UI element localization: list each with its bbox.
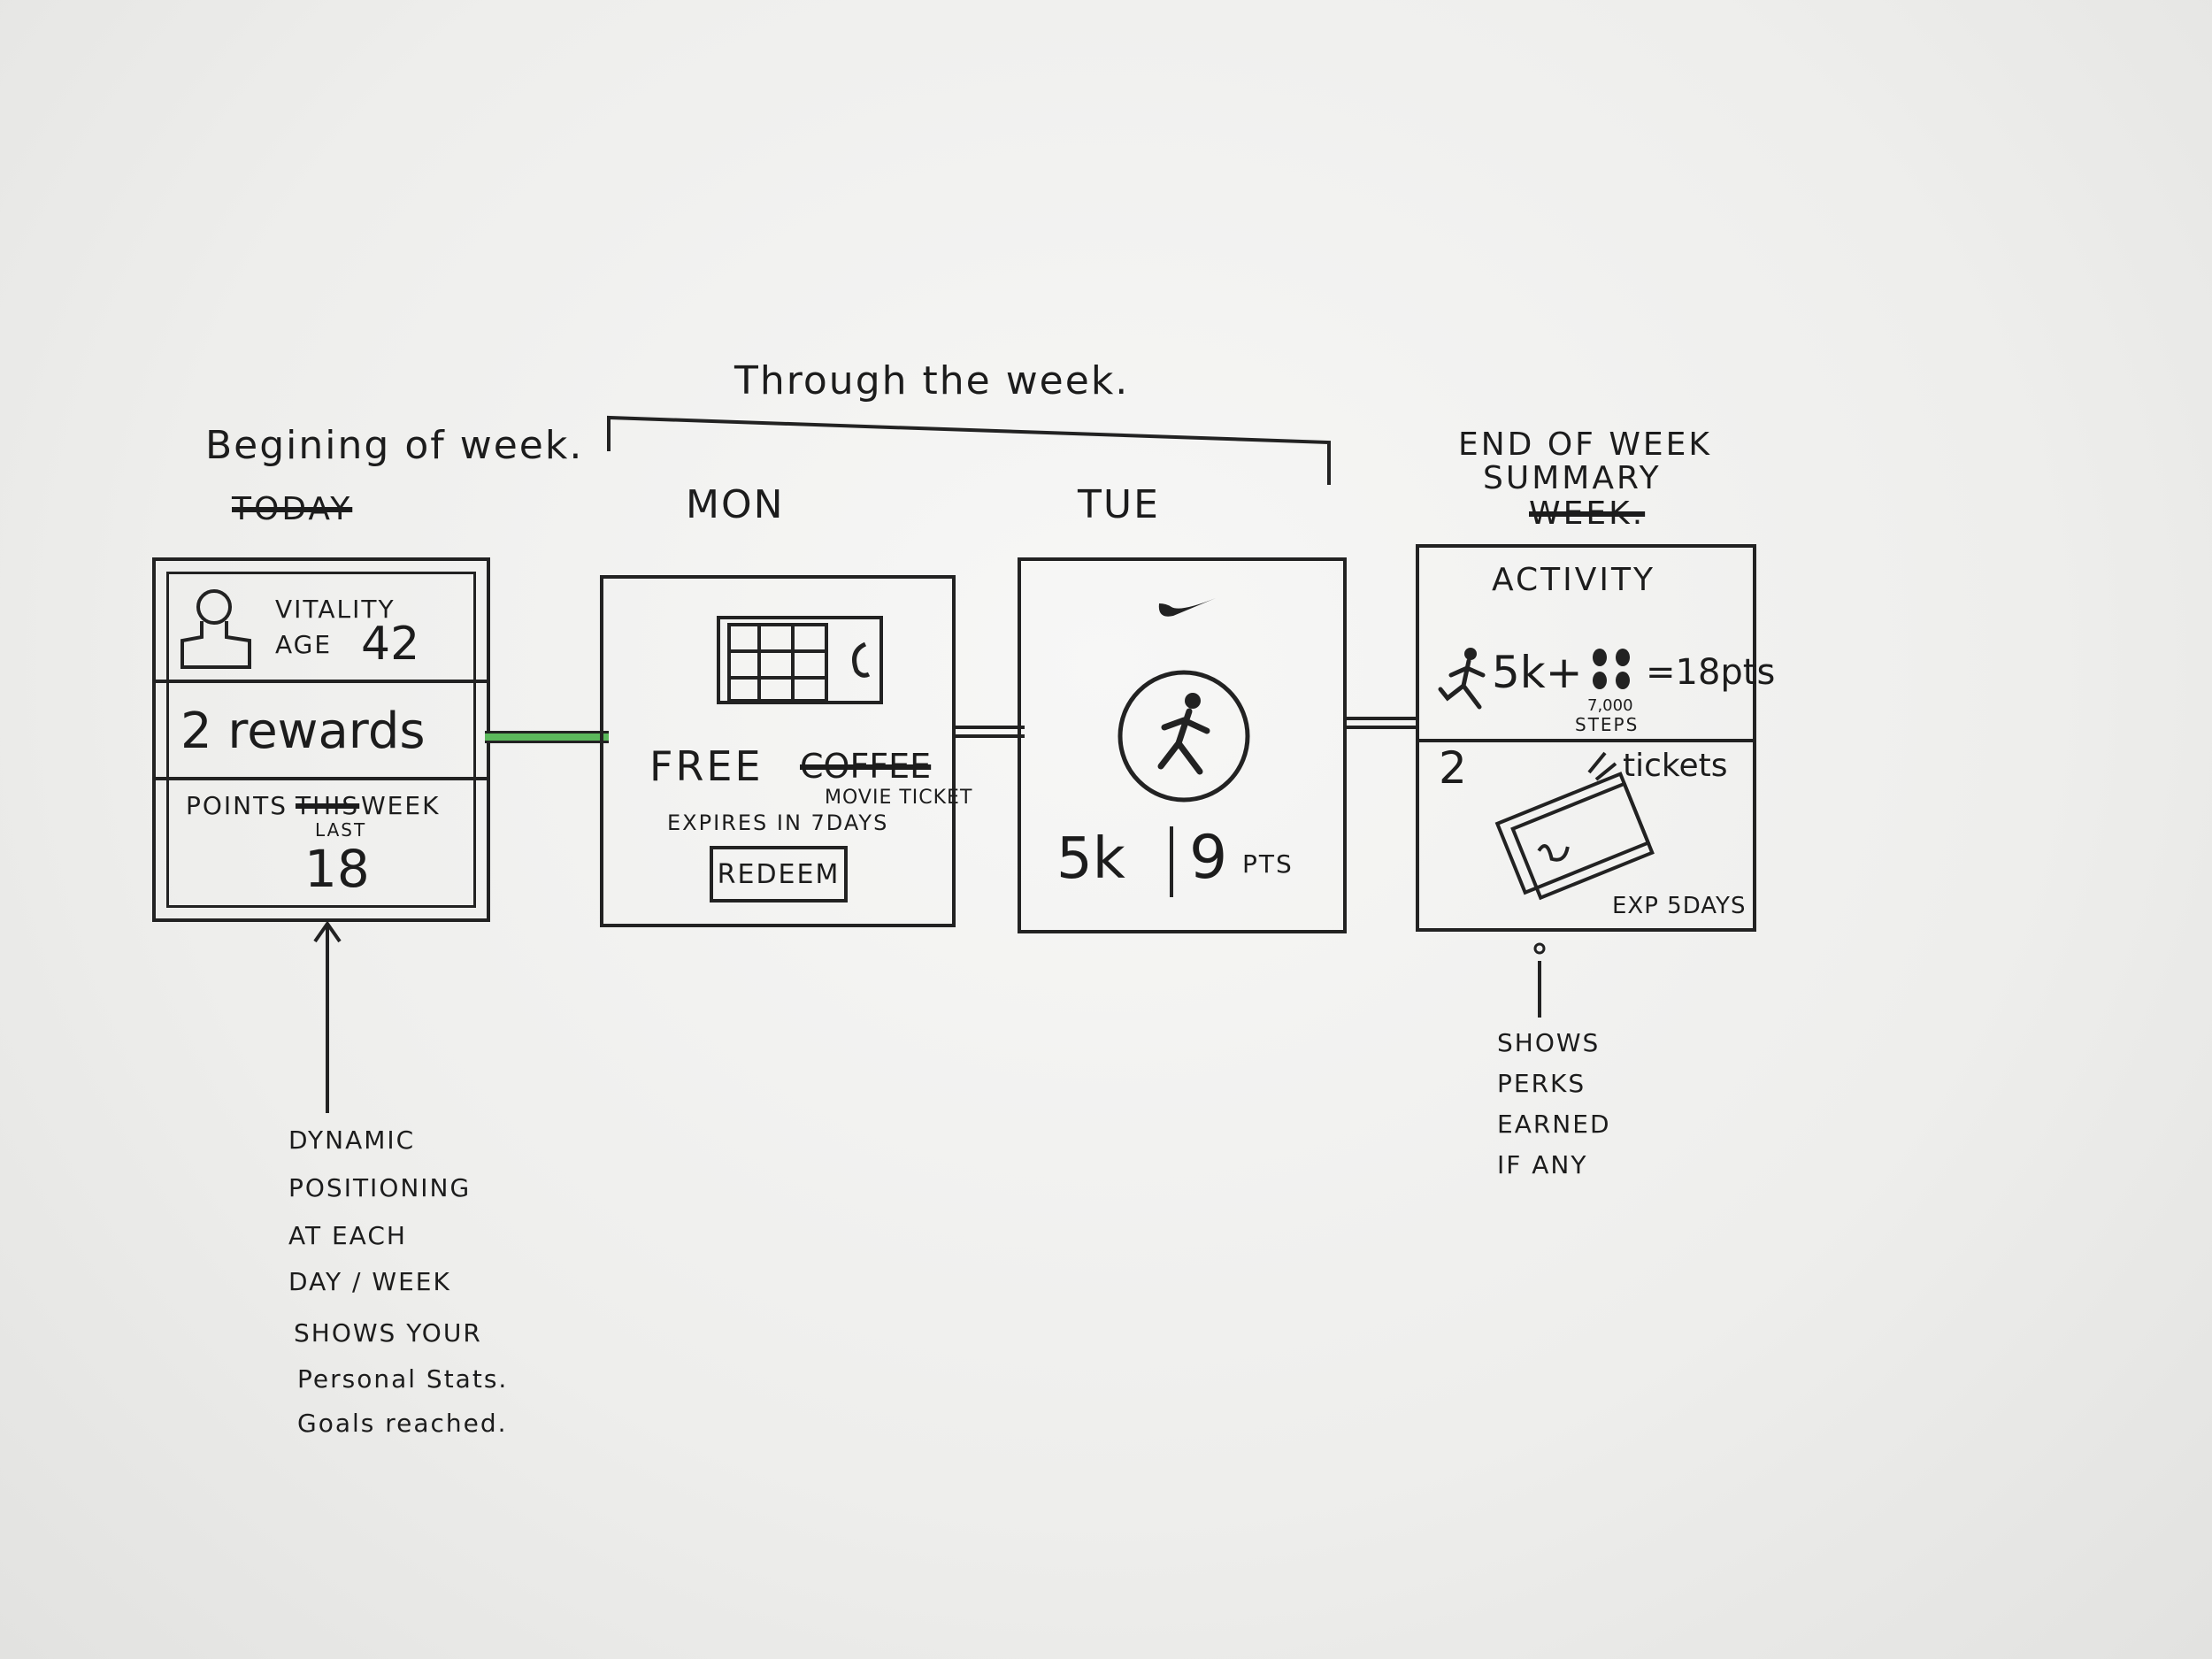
age-label: AGE (275, 630, 333, 659)
nike-swoosh-icon (1158, 598, 1216, 617)
connector-tue-end-b (1347, 726, 1417, 729)
tickets-count: 2 (1439, 742, 1467, 794)
note-left-6: Personal Stats. (297, 1364, 509, 1394)
activity-row: ACTIVITY 5k+ =18pts 7,000 STEPS (1419, 548, 1775, 742)
vitality-label: VITALITY (275, 595, 396, 624)
movie-ticket-label: MOVIE TICKET (825, 787, 973, 809)
tue-label: TUE (1078, 482, 1160, 527)
points-row: POINTS THIS WEEK LAST 18 (156, 780, 487, 904)
points-struck: THIS (296, 791, 360, 820)
end-of-week-label: END OF WEEK (1458, 426, 1713, 463)
cinema-screen-icon (717, 616, 883, 704)
points-label: POINTS (186, 791, 288, 820)
profile-card-inner (166, 572, 476, 908)
mon-label: MON (686, 482, 785, 527)
beginning-struck-label: TODAY (232, 491, 353, 527)
note-right-3: EARNED (1497, 1110, 1611, 1139)
steps-label: STEPS (1575, 714, 1640, 735)
connector-tue-end-a (1347, 717, 1417, 720)
note-left-2: POSITIONING (288, 1173, 472, 1202)
divider (1170, 826, 1173, 897)
summary-label: SUMMARY (1483, 460, 1662, 496)
points-week: WEEK (361, 791, 441, 820)
rewards-row[interactable]: 2 rewards (156, 683, 487, 780)
free-struck-label: COFFEE (800, 747, 932, 786)
summary-card[interactable]: ACTIVITY 5k+ =18pts 7,000 STEPS 2 ticket… (1416, 544, 1775, 932)
profile-card[interactable]: VITALITY AGE 42 2 rewards POINTS THIS WE… (152, 557, 490, 922)
expires-label: EXPIRES IN 7DAYS (667, 810, 889, 835)
note-right-4: IF ANY (1497, 1150, 1588, 1179)
note-left-3: AT EACH (288, 1221, 407, 1250)
points-last: LAST (315, 819, 367, 841)
note-right-2: PERKS (1497, 1069, 1586, 1098)
redeem-button[interactable]: REDEEM (710, 846, 848, 902)
reward-card[interactable]: FREE COFFEE MOVIE TICKET EXPIRES IN 7DAY… (600, 575, 972, 927)
note-left-1: DYNAMIC (288, 1125, 416, 1155)
note-left-4: DAY / WEEK (288, 1267, 451, 1296)
expiry-label: EXP 5DAYS (1612, 893, 1747, 919)
ticket-icon (1494, 751, 1655, 901)
connector-mon-tue-b (952, 734, 1025, 738)
activity-label: ACTIVITY (1492, 562, 1655, 598)
runner-icon (1438, 648, 1486, 710)
points-unit: PTS (1242, 849, 1294, 879)
highlight-connector (485, 731, 609, 743)
connector-mon-tue-a (952, 726, 1025, 729)
age-value: 42 (361, 618, 420, 671)
footsteps-icon (1593, 649, 1630, 689)
equation-result: =18pts (1646, 652, 1776, 693)
tickets-label: tickets (1623, 748, 1728, 784)
through-week-label: Through the week. (734, 358, 1130, 403)
note-right-1: SHOWS (1497, 1028, 1601, 1057)
end-struck-label: WEEK. (1529, 495, 1646, 532)
equation-run: 5k+ (1492, 647, 1583, 698)
activity-card[interactable]: 5k 9 PTS (1018, 557, 1347, 933)
note-left-7: Goals reached. (297, 1409, 508, 1438)
steps-count: 7,000 (1587, 696, 1633, 715)
tickets-row[interactable]: 2 tickets EXP 5DAYS (1419, 742, 1753, 932)
points-value: 9 (1189, 823, 1228, 893)
points-value: 18 (304, 839, 370, 899)
rewards-text: 2 rewards (180, 703, 426, 760)
person-icon (180, 589, 251, 669)
distance-value: 5k (1056, 826, 1125, 892)
note-left-5: SHOWS YOUR (294, 1318, 482, 1348)
vitality-row: VITALITY AGE 42 (156, 573, 487, 683)
running-icon (1118, 670, 1250, 803)
beginning-of-week-label: Begining of week. (205, 423, 584, 468)
free-label: FREE (649, 742, 764, 790)
